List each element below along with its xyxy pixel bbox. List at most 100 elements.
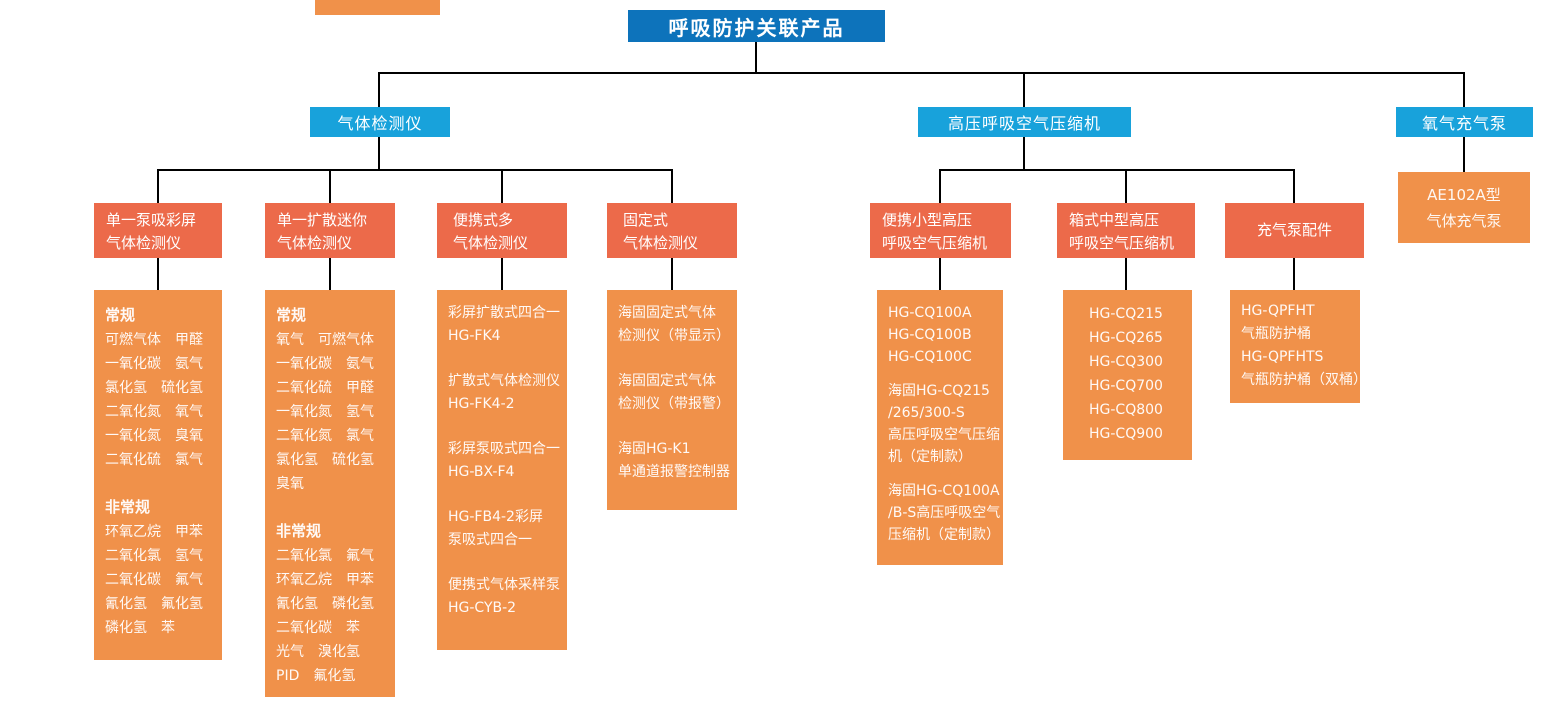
leaf-line: HG-CYB-2: [448, 600, 517, 616]
leaf-line: 二氧化氯 氟气: [276, 548, 374, 564]
category-label-line: 呼吸空气压缩机: [1069, 234, 1175, 252]
connector-line: [1293, 169, 1295, 203]
connector-line: [378, 137, 380, 171]
leaf-gap: [448, 348, 567, 370]
category-node-pump-accessories: 充气泵配件: [1225, 203, 1364, 258]
root-node: 呼吸防护关联产品: [628, 10, 885, 42]
connector-line: [329, 258, 331, 290]
category-label-line: 气体检测仪: [453, 234, 529, 252]
leaf-line: 磷化氢 苯: [105, 620, 175, 636]
connector-line: [671, 258, 673, 290]
branch-label: 高压呼吸空气压缩机: [947, 114, 1101, 133]
leaf-line: 彩屏扩散式四合一: [448, 305, 560, 321]
category-node-pump-color-screen-detector: 单一泵吸彩屏 气体检测仪: [94, 203, 222, 258]
leaf-line: 一氧化碳 氨气: [105, 356, 203, 372]
leaf-line: HG-CQ800: [1089, 402, 1163, 418]
leaf-line: 二氧化氯 氢气: [105, 548, 203, 564]
leaf-line: 海固固定式气体: [618, 305, 716, 321]
branch-label: 氧气充气泵: [1421, 114, 1507, 133]
category-node-box-medium-compressor: 箱式中型高压 呼吸空气压缩机: [1057, 203, 1195, 258]
leaf-line: 氯化氢 硫化氢: [276, 452, 374, 468]
leaf-line: 一氧化碳 氨气: [276, 356, 374, 372]
leaf-line: 氯化氢 硫化氢: [105, 380, 203, 396]
connector-line: [157, 169, 159, 203]
root-node-label: 呼吸防护关联产品: [668, 15, 845, 40]
leaf-line: 高压呼吸空气压缩: [888, 427, 1000, 443]
product-label-line: 气体充气泵: [1426, 211, 1502, 230]
product-list-diffusion-mini: 常规氧气 可燃气体一氧化碳 氨气二氧化硫 甲醛一氧化氮 氢气二氧化氮 氯气氯化氢…: [265, 290, 395, 697]
leaf-line: 光气 溴化氢: [276, 644, 360, 660]
leaf-line: HG-CQ300: [1089, 354, 1163, 370]
leaf-line: HG-CQ215: [1089, 306, 1163, 322]
leaf-line: 可燃气体 甲醛: [105, 332, 203, 348]
leaf-line: 二氧化硫 氯气: [105, 452, 203, 468]
leaf-line: 二氧化氮 氯气: [276, 428, 374, 444]
branch-node-air-compressor: 高压呼吸空气压缩机: [918, 107, 1131, 137]
leaf-line: 臭氧: [276, 476, 304, 492]
category-label-line: 箱式中型高压: [1069, 211, 1160, 229]
leaf-gap: [448, 416, 567, 438]
leaf-line: HG-QPFHTS: [1241, 349, 1324, 365]
leaf-line: 检测仪（带报警）: [618, 396, 730, 412]
leaf-line: HG-FK4-2: [448, 396, 515, 412]
leaf-line: 一氧化氮 臭氧: [105, 428, 203, 444]
leaf-section-heading: 非常规: [276, 522, 322, 540]
category-label-line: 充气泵配件: [1256, 221, 1332, 239]
leaf-line: HG-CQ700: [1089, 378, 1163, 394]
leaf-line: HG-FB4-2彩屏: [448, 509, 543, 525]
category-label-line: 单一泵吸彩屏: [106, 211, 197, 229]
connector-line: [1125, 169, 1127, 203]
connector-line: [501, 258, 503, 290]
leaf-line: 二氧化硫 甲醛: [276, 380, 374, 396]
category-label-line: 固定式: [623, 211, 669, 229]
leaf-line: 泵吸式四合一: [448, 532, 532, 548]
leaf-line: 便携式气体采样泵: [448, 577, 560, 593]
product-list-pump-color-screen: 常规可燃气体 甲醛一氧化碳 氨气氯化氢 硫化氢二氧化氮 氧气一氧化氮 臭氧二氧化…: [94, 290, 222, 660]
leaf-line: 一氧化氮 氢气: [276, 404, 374, 420]
connector-line: [329, 169, 331, 203]
category-node-portable-small-compressor: 便携小型高压 呼吸空气压缩机: [870, 203, 1011, 258]
leaf-line: HG-CQ100C: [888, 349, 972, 365]
clipped-box-top: [315, 0, 440, 15]
leaf-line: HG-CQ900: [1089, 426, 1163, 442]
connector-line: [157, 258, 159, 290]
leaf-gap: [618, 348, 737, 370]
leaf-line: 扩散式气体检测仪: [448, 373, 560, 389]
connector-line: [1023, 72, 1025, 107]
category-node-fixed-gas-detector: 固定式 气体检测仪: [607, 203, 737, 258]
connector-line: [378, 72, 1465, 74]
connector-line: [671, 169, 673, 203]
connector-line: [378, 72, 380, 107]
leaf-line: 机（定制款）: [888, 449, 972, 465]
leaf-section-heading: 常规: [276, 306, 307, 324]
leaf-gap: [618, 416, 737, 438]
connector-line: [939, 169, 1295, 171]
product-label-line: AE102A型: [1427, 185, 1501, 204]
leaf-line: HG-CQ265: [1089, 330, 1163, 346]
leaf-line: 二氧化碳 氟气: [105, 572, 203, 588]
leaf-gap: [105, 472, 222, 494]
leaf-line: HG-FK4: [448, 328, 501, 344]
category-node-portable-multi-gas-detector: 便携式多 气体检测仪: [437, 203, 567, 258]
leaf-line: 环氧乙烷 甲苯: [276, 572, 374, 588]
product-list-portable-multi-gas: 彩屏扩散式四合一 HG-FK4 扩散式气体检测仪 HG-FK4-2 彩屏泵吸式四合一 HG…: [437, 290, 567, 650]
leaf-gap: [448, 552, 567, 574]
leaf-line: 气瓶防护桶: [1241, 326, 1311, 342]
leaf-gap: [888, 468, 1003, 480]
leaf-line: 单通道报警控制器: [618, 464, 730, 480]
category-label-line: 气体检测仪: [623, 234, 699, 252]
leaf-gap: [276, 496, 395, 518]
connector-line: [501, 169, 503, 203]
connector-line: [1125, 258, 1127, 290]
leaf-line: PID 氟化氢: [276, 668, 356, 684]
leaf-line: 彩屏泵吸式四合一: [448, 441, 560, 457]
leaf-line: 氧气 可燃气体: [276, 332, 374, 348]
branch-node-oxygen-pump: 氧气充气泵: [1396, 107, 1533, 137]
leaf-gap: [888, 368, 1003, 380]
leaf-line: HG-QPFHT: [1241, 303, 1315, 319]
leaf-line: 二氧化氮 氧气: [105, 404, 203, 420]
leaf-line: 氰化氢 磷化氢: [276, 596, 374, 612]
